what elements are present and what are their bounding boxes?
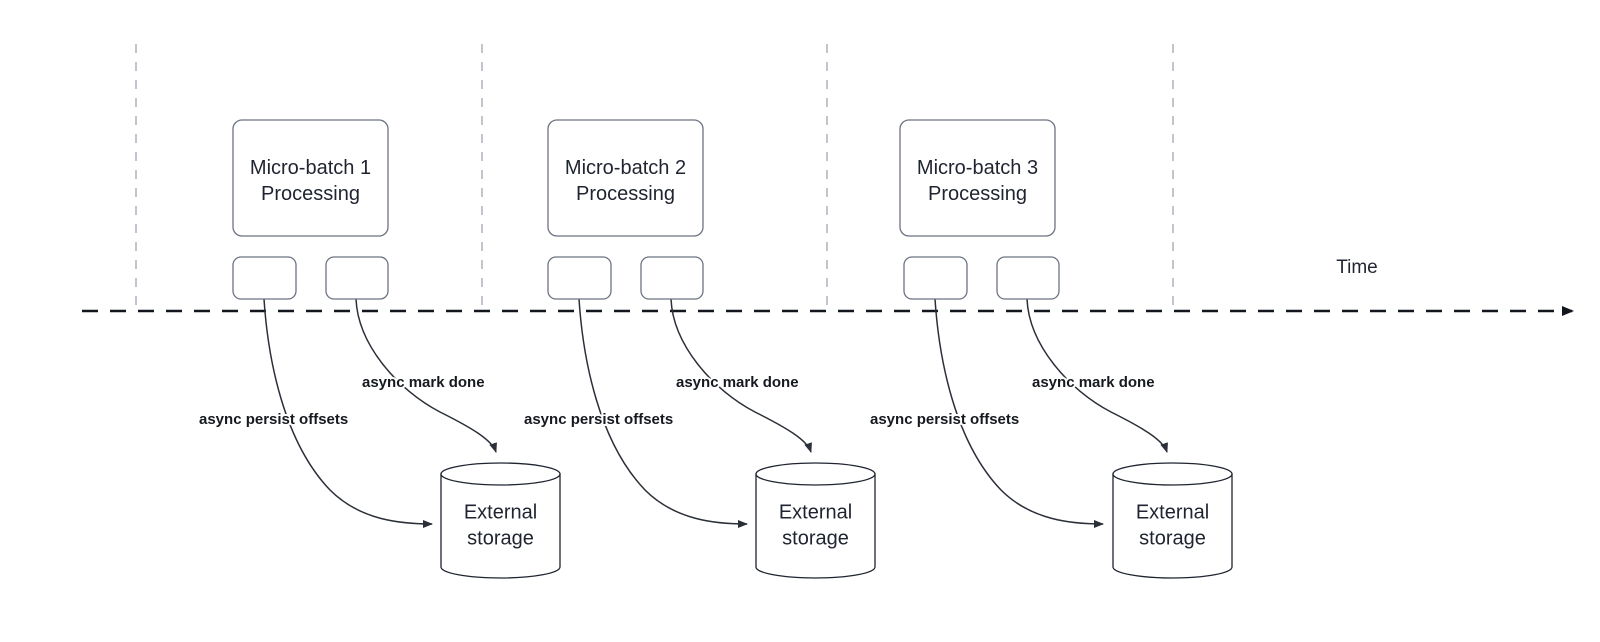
task-box-3b[interactable] xyxy=(996,256,1060,300)
edge-labels-layer: async persist offsets async mark done asyn… xyxy=(197,372,1157,430)
external-storage-1-top xyxy=(440,462,561,486)
persist-offsets-edge-2 xyxy=(578,298,748,528)
external-storage-1-body[interactable] xyxy=(440,473,561,579)
persist-offsets-edge-1 xyxy=(263,298,433,528)
micro-batch-1-box[interactable] xyxy=(232,119,389,237)
persist-offsets-edge-3-label: async persist offsets xyxy=(870,411,1019,428)
micro-batch-2-box-line1: Micro-batch 2 xyxy=(565,157,686,179)
external-storage-2-top xyxy=(755,462,876,486)
task-box-1a[interactable] xyxy=(232,256,297,300)
time-axis-layer: Time xyxy=(82,257,1574,316)
time-axis-label: Time xyxy=(1336,257,1378,278)
mark-done-edge-2 xyxy=(670,298,812,453)
micro-batch-2-box-line2: Processing xyxy=(576,183,675,205)
persist-offsets-edge-2-label: async persist offsets xyxy=(524,411,673,428)
task-box-2b[interactable] xyxy=(640,256,704,300)
flow-curves-layer xyxy=(263,298,1168,528)
external-storage-1-line1: External xyxy=(464,502,537,524)
mark-done-edge-1 xyxy=(355,298,497,453)
external-storage-3-line2: storage xyxy=(1139,528,1206,550)
mark-done-edge-3-label: async mark done xyxy=(1032,374,1155,391)
external-storage-1-line2: storage xyxy=(467,528,534,550)
micro-batch-3-box-line1: Micro-batch 3 xyxy=(917,157,1038,179)
task-box-2a[interactable] xyxy=(547,256,612,300)
external-storage-2-line1: External xyxy=(779,502,852,524)
persist-offsets-edge-3 xyxy=(934,298,1104,528)
external-storage-3-top xyxy=(1112,462,1233,486)
micro-batch-1-box-line2: Processing xyxy=(261,183,360,205)
micro-batch-3-box-line2: Processing xyxy=(928,183,1027,205)
external-storage-2-body[interactable] xyxy=(755,473,876,579)
micro-batch-1-box-line1: Micro-batch 1 xyxy=(250,157,371,179)
separators-layer xyxy=(135,44,1174,308)
task-box-1b[interactable] xyxy=(325,256,389,300)
mark-done-edge-2-label: async mark done xyxy=(676,374,799,391)
micro-batch-3-box[interactable] xyxy=(899,119,1056,237)
mark-done-edge-1-label: async mark done xyxy=(362,374,485,391)
mark-done-edge-3 xyxy=(1026,298,1168,453)
persist-offsets-edge-1-label: async persist offsets xyxy=(199,411,348,428)
task-box-3a[interactable] xyxy=(903,256,968,300)
external-storage-2-line2: storage xyxy=(782,528,849,550)
external-storage-3-body[interactable] xyxy=(1112,473,1233,579)
micro-batch-2-box[interactable] xyxy=(547,119,704,237)
external-storage-3-line1: External xyxy=(1136,502,1209,524)
